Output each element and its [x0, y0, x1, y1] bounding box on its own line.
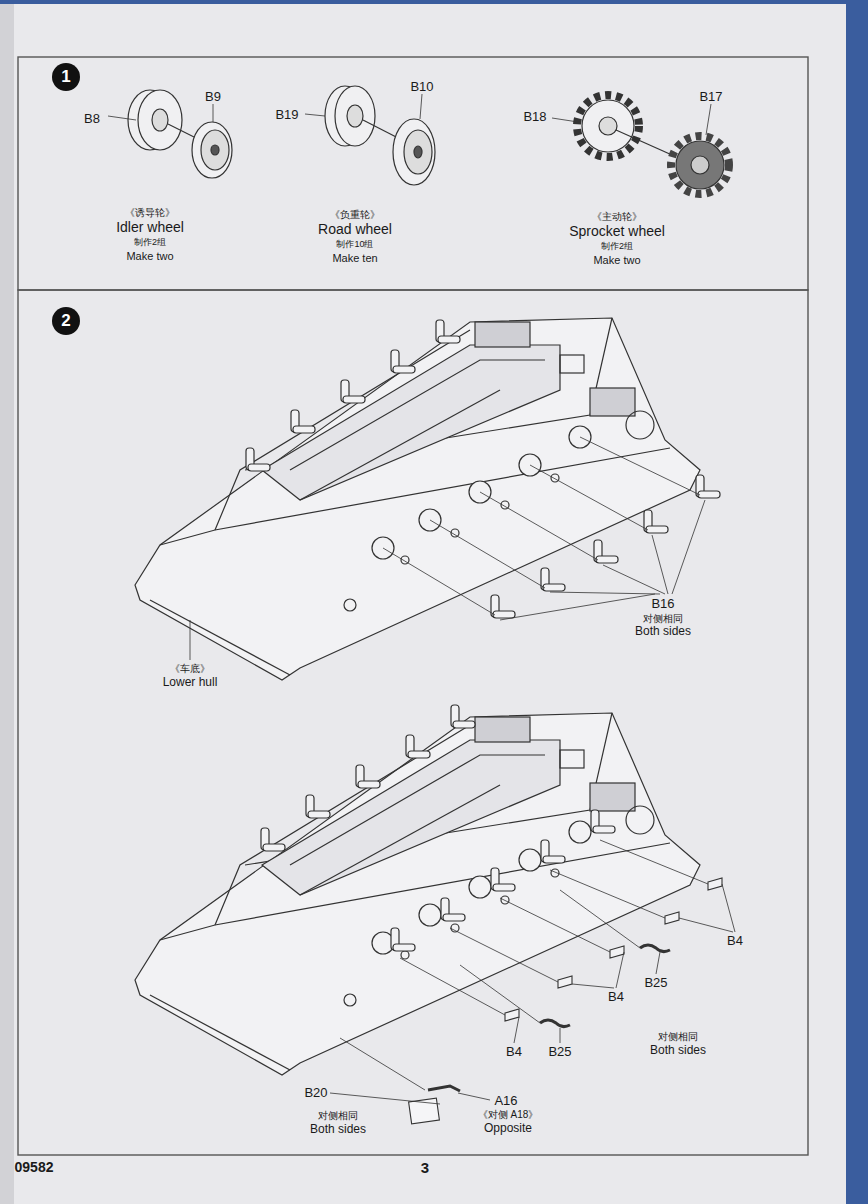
step-number: 2	[52, 307, 80, 335]
part-number: B25	[547, 1045, 572, 1059]
chinese-note: 对侧相同	[317, 1110, 359, 1121]
part-number: B16	[650, 597, 675, 611]
page-code: 09582	[14, 1160, 55, 1175]
chinese-caption: 《负重轮》	[329, 209, 381, 220]
chinese-note: 对侧相同	[642, 613, 684, 624]
chinese-note: 制作2组	[600, 242, 634, 252]
part-caption: Road wheel	[317, 222, 393, 237]
part-number: A16	[493, 1094, 518, 1108]
step-number-text: 2	[61, 311, 70, 331]
note: Make ten	[331, 252, 378, 264]
note: Make two	[592, 254, 641, 266]
part-number: B4	[505, 1045, 523, 1059]
part-number: B4	[726, 934, 744, 948]
part-number: B19	[274, 108, 299, 122]
part-number: B4	[607, 990, 625, 1004]
note: Both sides	[309, 1123, 367, 1136]
part-number: B10	[409, 80, 434, 94]
part-caption: Sprocket wheel	[568, 224, 666, 239]
chinese-note: 制作10组	[335, 240, 374, 250]
note: Make two	[125, 250, 174, 262]
chinese-caption: 《主动轮》	[591, 211, 643, 222]
chinese-caption: 《诱导轮》	[124, 207, 176, 218]
chinese-caption: 《车底》	[169, 663, 211, 674]
chinese-note: 制作2组	[133, 238, 167, 248]
part-caption: Idler wheel	[115, 220, 185, 235]
part-number: B17	[698, 90, 723, 104]
note: Both sides	[649, 1044, 707, 1057]
chinese-note: 《对侧 A18》	[477, 1109, 540, 1120]
step-number: 1	[52, 63, 80, 91]
part-number: B25	[643, 976, 668, 990]
part-number: B18	[522, 110, 547, 124]
note: Both sides	[634, 625, 692, 638]
part-number: B8	[83, 112, 101, 126]
part-caption: Lower hull	[162, 676, 219, 689]
part-number: B20	[303, 1086, 328, 1100]
part-number: B9	[204, 90, 222, 104]
step-number-text: 1	[61, 67, 70, 87]
note: Opposite	[483, 1122, 533, 1135]
chinese-note: 对侧相同	[657, 1031, 699, 1042]
page-number: 3	[420, 1160, 430, 1177]
